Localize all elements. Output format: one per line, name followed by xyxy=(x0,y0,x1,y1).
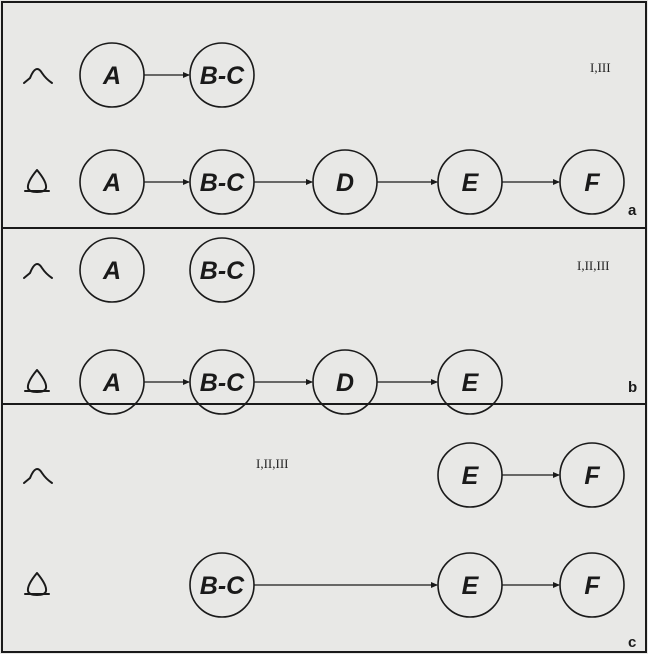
female-symbol-icon xyxy=(24,169,50,194)
panel-letter: c xyxy=(628,634,636,651)
male-symbol-icon xyxy=(23,468,53,484)
node-label: A xyxy=(102,369,121,397)
male-symbol-icon xyxy=(23,263,53,279)
node-b-c: B-C xyxy=(189,42,255,108)
node-label: D xyxy=(336,369,354,397)
node-a: A xyxy=(79,42,145,108)
node-f: F xyxy=(559,149,625,215)
female-symbol-icon xyxy=(24,369,50,394)
node-b-c: B-C xyxy=(189,552,255,618)
node-label: A xyxy=(102,169,121,197)
chromosome-annotation: I,III xyxy=(590,60,611,75)
node-e: E xyxy=(437,552,503,618)
node-circle xyxy=(79,349,145,415)
panel-letter: a xyxy=(628,202,637,219)
node-circle xyxy=(437,349,503,415)
node-label: A xyxy=(102,257,121,285)
node-f: F xyxy=(559,552,625,618)
node-label: E xyxy=(462,169,480,197)
node-d: D xyxy=(312,149,378,215)
node-circle xyxy=(79,149,145,215)
node-b-c: B-C xyxy=(189,149,255,215)
arrow-head xyxy=(183,379,190,385)
node-e: E xyxy=(437,349,503,415)
chromosome-annotation: I,II,III xyxy=(256,456,288,471)
node-label: B-C xyxy=(200,369,245,397)
node-a: A xyxy=(79,149,145,215)
node-circle xyxy=(189,149,255,215)
node-b-c: B-C xyxy=(189,237,255,303)
male-symbol-stroke xyxy=(23,263,53,279)
node-circle xyxy=(312,349,378,415)
arrow-head xyxy=(306,379,313,385)
male-symbol-stroke xyxy=(23,468,53,484)
node-label: E xyxy=(462,462,480,490)
node-circle xyxy=(559,149,625,215)
arrow-head xyxy=(553,179,560,185)
arrow-head xyxy=(306,179,313,185)
node-circle xyxy=(79,42,145,108)
node-label: B-C xyxy=(200,257,245,285)
node-circle xyxy=(189,42,255,108)
chromosome-annotation: I,II,III xyxy=(577,258,609,273)
node-circle xyxy=(559,552,625,618)
arrow-head xyxy=(431,379,438,385)
node-d: D xyxy=(312,349,378,415)
node-label: D xyxy=(336,169,354,197)
arrow-head xyxy=(431,582,438,588)
node-label: F xyxy=(584,572,600,600)
node-circle xyxy=(189,237,255,303)
female-symbol-icon xyxy=(24,572,50,597)
arrow-head xyxy=(183,179,190,185)
node-circle xyxy=(312,149,378,215)
arrow-head xyxy=(183,72,190,78)
node-circle xyxy=(437,552,503,618)
node-label: F xyxy=(584,462,600,490)
female-symbol-stroke xyxy=(24,169,50,194)
female-symbol-stroke xyxy=(24,572,50,597)
node-b-c: B-C xyxy=(189,349,255,415)
arrow-head xyxy=(431,179,438,185)
node-label: F xyxy=(584,169,600,197)
node-label: B-C xyxy=(200,572,245,600)
node-e: E xyxy=(437,149,503,215)
node-circle xyxy=(79,237,145,303)
female-symbol-stroke xyxy=(24,369,50,394)
node-label: B-C xyxy=(200,169,245,197)
panel-letter: b xyxy=(628,379,637,396)
node-circle xyxy=(189,552,255,618)
node-label: E xyxy=(462,369,480,397)
node-e: E xyxy=(437,442,503,508)
node-f: F xyxy=(559,442,625,508)
node-label: E xyxy=(462,572,480,600)
node-circle xyxy=(189,349,255,415)
male-symbol-stroke xyxy=(23,68,53,84)
node-label: B-C xyxy=(200,62,245,90)
node-circle xyxy=(559,442,625,508)
male-symbol-icon xyxy=(23,68,53,84)
node-circle xyxy=(437,442,503,508)
node-a: A xyxy=(79,349,145,415)
node-circle xyxy=(437,149,503,215)
node-a: A xyxy=(79,237,145,303)
node-label: A xyxy=(102,62,121,90)
arrow-head xyxy=(553,582,560,588)
arrow-head xyxy=(553,472,560,478)
